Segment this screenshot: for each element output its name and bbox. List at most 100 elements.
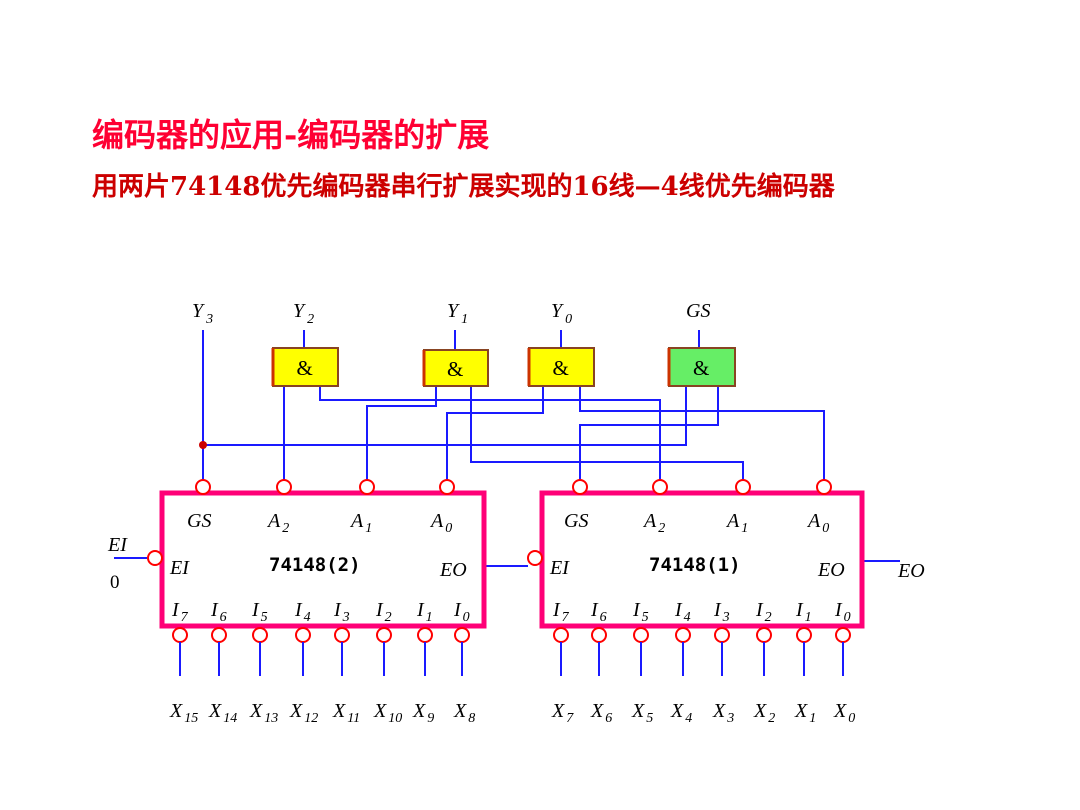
gate-symbol: & [693,356,709,380]
input-label-4-sub: 3 [726,711,734,726]
input-label-7-sub: 0 [848,711,855,726]
output-sub: 3 [205,312,213,327]
pin-label-top-1-sub: 2 [658,521,665,536]
eo-label: EO [439,559,467,581]
pin-bubble-bottom [295,627,311,643]
ext-ei-value: 0 [110,572,120,593]
pin-bubble-top [276,479,292,495]
input-label-0-letter: X [169,700,183,722]
input-label-1-letter: X [590,700,604,722]
pin-label-bottom-0-letter: I [171,599,180,621]
pin-label-bottom-7-sub: 0 [844,610,851,625]
pin-label-top-2-sub: 1 [741,521,748,536]
input-label-3-sub: 12 [304,711,318,726]
pin-bubble-bottom [454,627,470,643]
input-label-1-letter: X [208,700,222,722]
input-label-6-sub: 1 [809,711,816,726]
pin-bubble-bottom [633,627,649,643]
pin-bubble-bottom [172,627,188,643]
pin-bubble-bottom [211,627,227,643]
page-subtitle: 用两片74148优先编码器串行扩展实现的16线—4线优先编码器 [92,172,835,202]
input-label-2-sub: 13 [264,711,278,726]
wire-gs2-to-gsgate [203,386,687,446]
pin-label-top-1-letter: A [266,510,281,532]
pin-label-top-2-sub: 1 [365,521,372,536]
input-label-3-letter: X [670,700,684,722]
and-gate-2: & [527,347,595,387]
output-sub: 1 [461,312,468,327]
pin-label-bottom-1-letter: I [210,599,219,621]
junction-dot [199,441,207,449]
output-letter: GS [686,300,710,322]
pin-label-top-1-letter: A [642,510,657,532]
gate-symbol: & [447,357,463,381]
pin-label-bottom-0-letter: I [552,599,561,621]
input-label-2-letter: X [631,700,645,722]
input-label-0-sub: 7 [566,711,574,726]
input-label-6-letter: X [412,700,426,722]
pin-label-top-2-letter: A [725,510,740,532]
wire-a0-chip1 [579,386,825,480]
pin-bubble-top [816,479,832,495]
input-label-5-letter: X [753,700,767,722]
pin-label-top-0: GS [564,510,588,532]
pin-bubble-bottom [553,627,569,643]
input-label-2-letter: X [249,700,263,722]
output-label-4: GS [686,300,710,322]
input-label-6-sub: 9 [427,711,434,726]
chip-name: 74148(2) [269,554,361,576]
pin-label-bottom-6-sub: 1 [805,610,812,625]
pin-label-bottom-4-letter: I [713,599,722,621]
input-label-0-sub: 15 [184,711,198,726]
pin-bubble-bottom [376,627,392,643]
gate-symbol: & [553,356,569,380]
pin-label-bottom-3-letter: I [294,599,303,621]
wire-a1-chip2 [366,386,437,480]
pin-label-bottom-2-letter: I [251,599,260,621]
page-title: 编码器的应用-编码器的扩展 [92,116,490,154]
ext-eo-label: EO [897,560,925,582]
pin-label-top-0: GS [187,510,211,532]
ei-bubble [147,550,163,566]
pin-bubble-bottom [835,627,851,643]
input-label-2-sub: 5 [646,711,653,726]
pin-label-top-3-letter: A [806,510,821,532]
pin-label-bottom-1-sub: 6 [220,610,227,625]
wire-a0-chip2 [446,386,544,480]
gate-body [272,347,339,387]
output-sub: 0 [565,312,572,327]
ext-ei-label: EI [107,534,128,556]
pin-bubble-bottom [591,627,607,643]
pin-label-bottom-5-sub: 2 [765,610,772,625]
pin-label-top-3-sub: 0 [445,521,452,536]
